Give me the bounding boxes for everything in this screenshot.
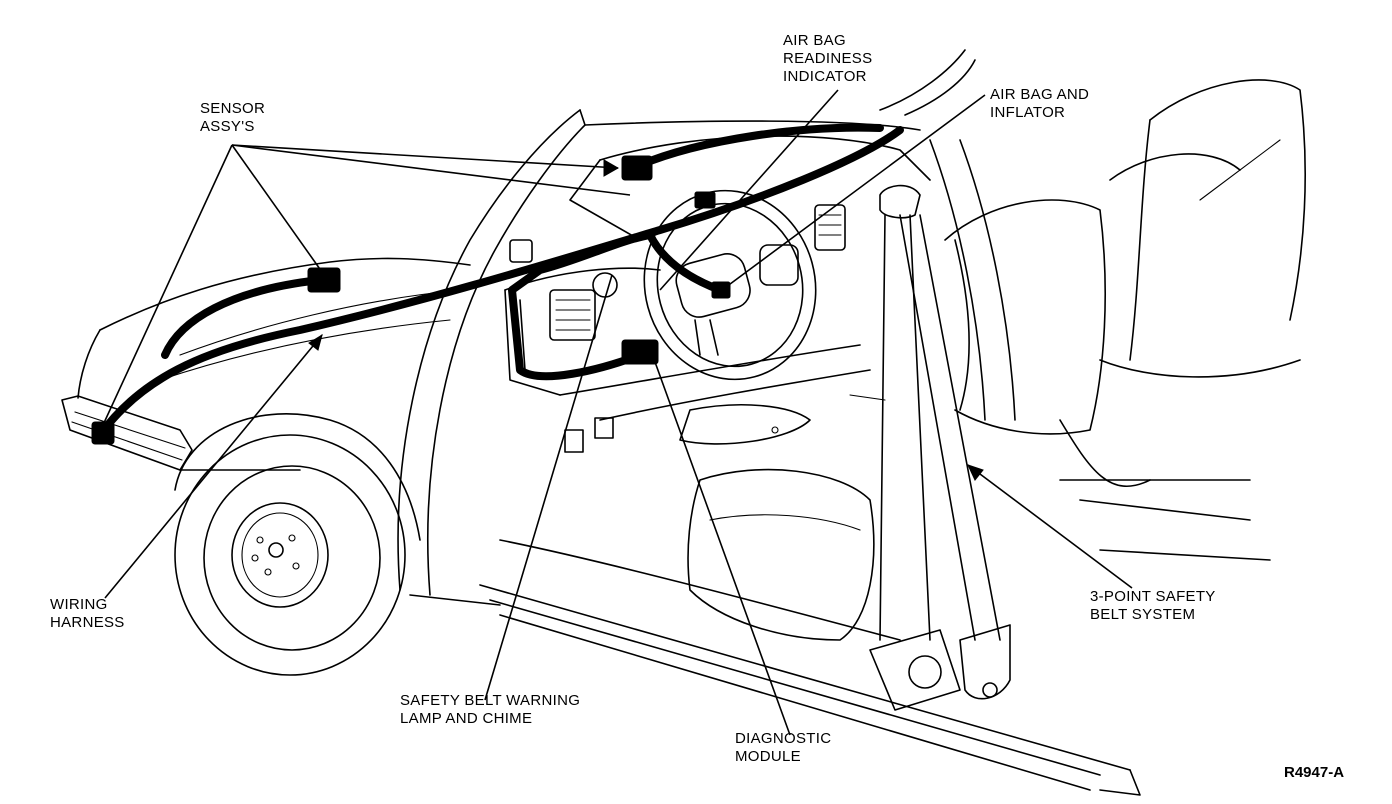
label-belt-warning-line2: LAMP AND CHIME [400, 710, 533, 727]
label-safety-belt-warning: SAFETY BELT WARNING LAMP AND CHIME [400, 692, 580, 728]
front-sensor-left [91, 421, 115, 445]
front-sensor-right [307, 267, 341, 293]
label-diagnostic-line2: MODULE [735, 748, 801, 765]
air-bag-readiness-lamp [694, 191, 716, 209]
inflator-connector [711, 281, 731, 299]
label-diagnostic-module: DIAGNOSTIC MODULE [735, 730, 831, 766]
label-readiness-line3: INDICATOR [783, 68, 867, 85]
label-belt-warning-line1: SAFETY BELT WARNING [400, 692, 581, 709]
seats [687, 79, 1306, 641]
label-readiness-line1: AIR BAG [783, 32, 846, 49]
label-harness-line1: WIRING [50, 596, 108, 613]
three-point-safety-belt [849, 184, 1011, 711]
leader-lines [102, 89, 1133, 736]
car-body [61, 49, 1271, 796]
diagnostic-module-block [621, 339, 659, 365]
label-wiring-harness: WIRING HARNESS [50, 596, 125, 632]
label-diagnostic-line1: DIAGNOSTIC [735, 730, 832, 747]
wiring-harness-path [96, 123, 904, 439]
figure-id: R4947-A [1284, 764, 1345, 781]
label-three-point-line2: BELT SYSTEM [1090, 606, 1196, 623]
component-blocks [91, 155, 731, 445]
label-sensor-assys-line1: SENSOR [200, 100, 266, 117]
label-inflator-line1: AIR BAG AND [990, 86, 1090, 103]
label-air-bag-readiness-indicator: AIR BAG READINESS INDICATOR [783, 32, 872, 86]
label-sensor-assys: SENSOR ASSY'S [200, 100, 265, 136]
label-three-point-line1: 3-POINT SAFETY [1090, 588, 1216, 605]
label-inflator-line2: INFLATOR [990, 104, 1066, 121]
label-readiness-line2: READINESS [783, 50, 873, 67]
front-wheel [174, 434, 406, 676]
label-sensor-assys-line2: ASSY'S [200, 118, 255, 135]
label-air-bag-and-inflator: AIR BAG AND INFLATOR [990, 86, 1089, 122]
cowl-sensor [621, 155, 653, 181]
label-three-point-belt: 3-POINT SAFETY BELT SYSTEM [1090, 588, 1216, 624]
label-harness-line2: HARNESS [50, 614, 125, 631]
